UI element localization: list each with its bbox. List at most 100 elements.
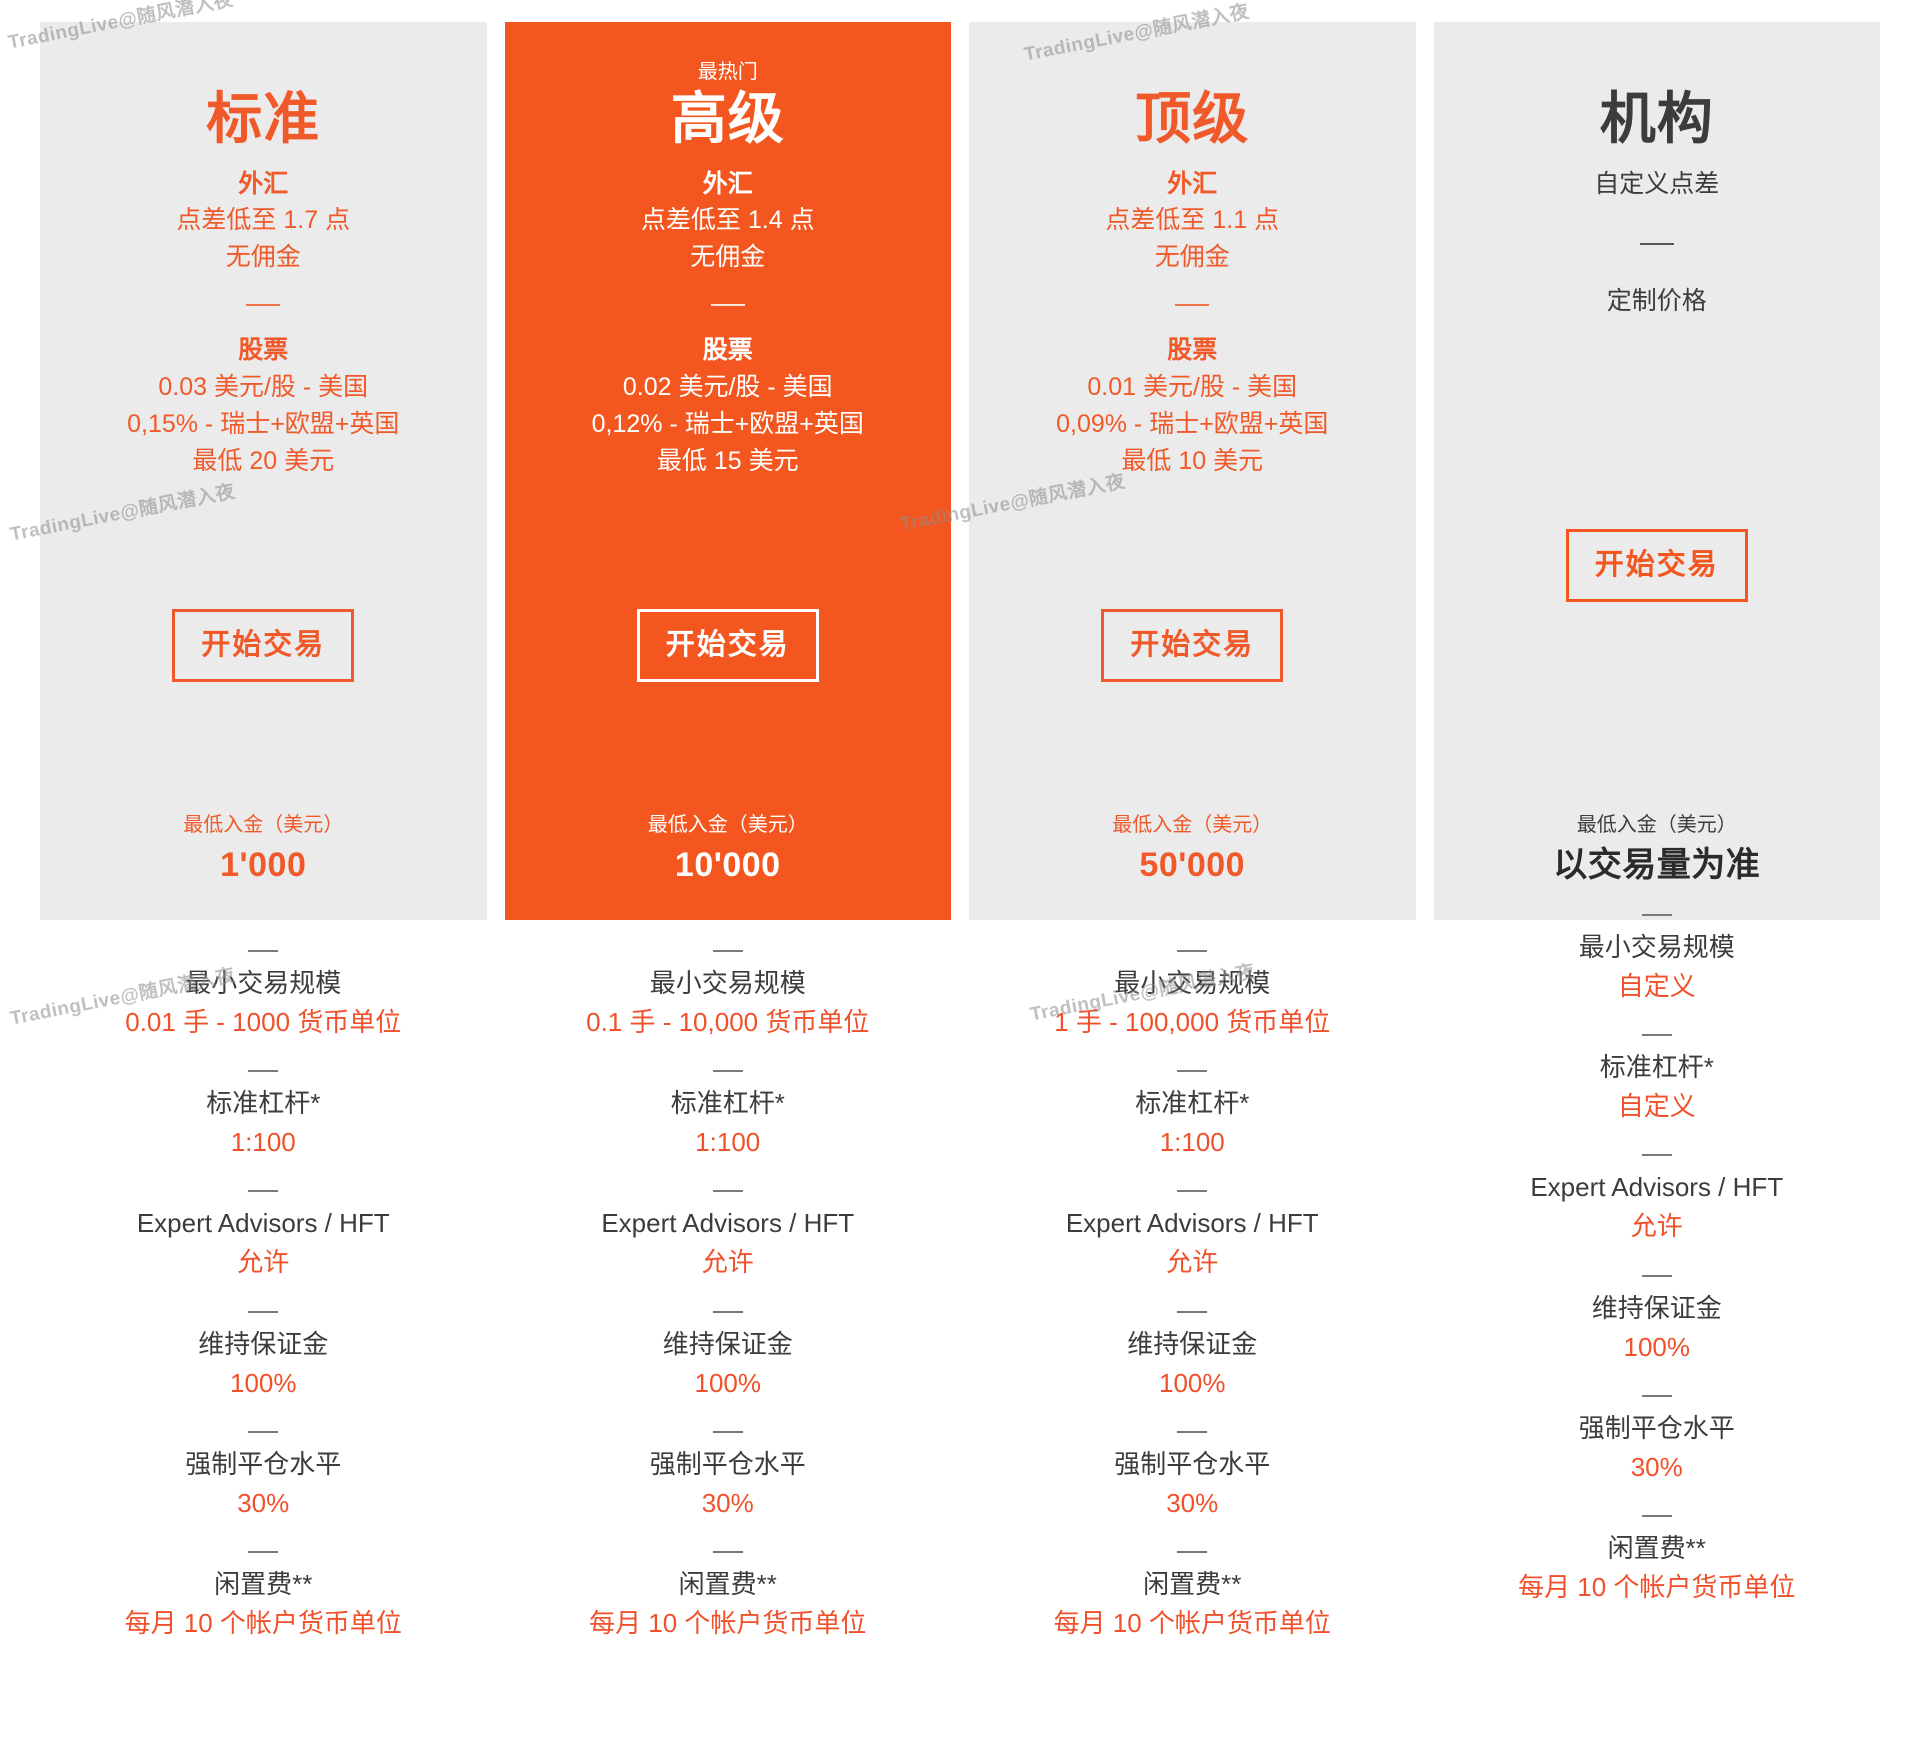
plan-badge-most-popular: 最热门 <box>697 61 758 83</box>
feature-separator <box>712 1190 743 1193</box>
stock-eu-line: 0,15% - 瑞士+欧盟+英国 <box>127 409 400 438</box>
plan-column-institutional: 机构 自定义点差 定制价格 开始交易 最低入金（美元） 以交易量为准 最小交易规… <box>1433 22 1881 1605</box>
feature-label-leverage: 标准杠杆* <box>1599 1052 1714 1083</box>
feature-label-maintenance-margin: 维持保证金 <box>662 1328 793 1359</box>
feature-value-stopout-level: 30% <box>1166 1487 1219 1518</box>
feature-separator <box>712 1310 743 1313</box>
stock-eu-line: 0,09% - 瑞士+欧盟+英国 <box>1056 409 1329 438</box>
start-trading-button[interactable]: 开始交易 <box>1565 529 1748 603</box>
feature-value-ea-hft: 允许 <box>1630 1211 1683 1242</box>
plan-card-premium[interactable]: 最热门 高级 外汇 点差低至 1.4 点 无佣金 股票 0.02 美元/股 - … <box>504 22 951 920</box>
forex-commission-line: 无佣金 <box>690 243 766 272</box>
feature-separator <box>248 1550 279 1553</box>
feature-label-inactivity-fee: 闲置费** <box>678 1568 777 1599</box>
start-trading-button[interactable]: 开始交易 <box>636 608 819 682</box>
feature-label-inactivity-fee: 闲置费** <box>214 1568 313 1599</box>
feature-label-inactivity-fee: 闲置费** <box>1143 1568 1242 1599</box>
feature-label-stopout-level: 强制平仓水平 <box>649 1448 806 1479</box>
forex-section-heading: 外汇 <box>702 170 753 199</box>
feature-value-min-trade-size: 0.1 手 - 10,000 货币单位 <box>586 1007 870 1038</box>
feature-value-min-trade-size: 1 手 - 100,000 货币单位 <box>1054 1007 1331 1038</box>
feature-label-stopout-level: 强制平仓水平 <box>1114 1448 1271 1479</box>
plan-title: 顶级 <box>1135 87 1250 150</box>
feature-separator <box>712 950 743 952</box>
stock-eu-line: 0,12% - 瑞士+欧盟+英国 <box>591 409 864 438</box>
forex-commission-line: 无佣金 <box>225 243 301 272</box>
feature-label-stopout-level: 强制平仓水平 <box>1578 1412 1735 1443</box>
feature-value-maintenance-margin: 100% <box>230 1367 297 1398</box>
min-deposit-value: 10'000 <box>674 846 781 885</box>
plan-title: 高级 <box>670 87 785 150</box>
stock-us-line: 0.01 美元/股 - 美国 <box>1087 372 1298 401</box>
feature-label-leverage: 标准杠杆* <box>206 1088 321 1119</box>
plan-column-elite: 顶级 外汇 点差低至 1.1 点 无佣金 股票 0.01 美元/股 - 美国 0… <box>969 22 1416 1641</box>
feature-separator <box>1177 1550 1208 1553</box>
feature-list-standard: 最小交易规模 0.01 手 - 1000 货币单位 标准杠杆* 1:100 Ex… <box>40 920 487 1641</box>
feature-value-leverage: 1:100 <box>1159 1127 1225 1158</box>
feature-separator <box>1177 1310 1208 1313</box>
forex-section-heading: 外汇 <box>1167 170 1218 199</box>
feature-label-min-trade-size: 最小交易规模 <box>1578 932 1735 962</box>
forex-section-heading: 外汇 <box>238 170 289 199</box>
forex-spread-line: 点差低至 1.7 点 <box>176 206 351 235</box>
stock-section-heading: 股票 <box>702 336 753 365</box>
min-deposit-value: 以交易量为准 <box>1553 846 1761 885</box>
feature-separator <box>248 1070 279 1073</box>
feature-separator <box>1177 1430 1208 1433</box>
min-deposit-value: 50'000 <box>1139 846 1246 885</box>
feature-label-leverage: 标准杠杆* <box>1135 1088 1250 1119</box>
feature-separator <box>712 1070 743 1073</box>
feature-value-maintenance-margin: 100% <box>1159 1367 1226 1398</box>
feature-separator <box>248 950 279 952</box>
feature-value-ea-hft: 允许 <box>1166 1247 1219 1278</box>
feature-label-ea-hft: Expert Advisors / HFT <box>136 1208 390 1239</box>
feature-label-maintenance-margin: 维持保证金 <box>1591 1292 1722 1323</box>
feature-label-min-trade-size: 最小交易规模 <box>649 968 806 998</box>
feature-value-leverage: 自定义 <box>1617 1091 1696 1122</box>
feature-value-stopout-level: 30% <box>237 1487 290 1518</box>
section-divider <box>1175 304 1210 307</box>
feature-value-inactivity-fee: 每月 10 个帐户货币单位 <box>124 1608 402 1639</box>
feature-list-institutional: 最小交易规模 自定义 标准杠杆* 自定义 Expert Advisors / H… <box>1434 884 1881 1605</box>
plan-column-standard: 标准 外汇 点差低至 1.7 点 无佣金 股票 0.03 美元/股 - 美国 0… <box>40 22 487 1641</box>
feature-value-leverage: 1:100 <box>695 1127 761 1158</box>
feature-label-maintenance-margin: 维持保证金 <box>198 1328 329 1359</box>
start-trading-button[interactable]: 开始交易 <box>172 608 355 682</box>
feature-separator <box>1177 950 1208 952</box>
min-deposit-value: 1'000 <box>220 846 307 885</box>
min-deposit-label: 最低入金（美元） <box>647 814 808 837</box>
feature-list-premium: 最小交易规模 0.1 手 - 10,000 货币单位 标准杠杆* 1:100 E… <box>505 920 952 1641</box>
feature-separator <box>248 1190 279 1193</box>
feature-value-inactivity-fee: 每月 10 个帐户货币单位 <box>1518 1572 1796 1603</box>
feature-list-elite: 最小交易规模 1 手 - 100,000 货币单位 标准杠杆* 1:100 Ex… <box>969 920 1416 1641</box>
forex-spread-line: 点差低至 1.1 点 <box>1105 206 1280 235</box>
feature-separator <box>248 1430 279 1433</box>
plan-column-premium: 最热门 高级 外汇 点差低至 1.4 点 无佣金 股票 0.02 美元/股 - … <box>504 22 952 1641</box>
feature-value-leverage: 1:100 <box>230 1127 296 1158</box>
custom-pricing-line: 定制价格 <box>1606 287 1707 316</box>
feature-label-ea-hft: Expert Advisors / HFT <box>1530 1172 1784 1203</box>
stock-section-heading: 股票 <box>1167 336 1218 365</box>
feature-separator <box>1641 914 1672 916</box>
feature-value-min-trade-size: 自定义 <box>1617 971 1696 1002</box>
stock-min-line: 最低 20 美元 <box>192 446 335 475</box>
stock-min-line: 最低 15 美元 <box>656 446 799 475</box>
min-deposit-label: 最低入金（美元） <box>1576 814 1737 837</box>
plan-card-standard[interactable]: 标准 外汇 点差低至 1.7 点 无佣金 股票 0.03 美元/股 - 美国 0… <box>40 22 487 920</box>
feature-value-ea-hft: 允许 <box>701 1247 754 1278</box>
start-trading-button[interactable]: 开始交易 <box>1101 608 1284 682</box>
feature-value-maintenance-margin: 100% <box>1623 1331 1691 1362</box>
stock-min-line: 最低 10 美元 <box>1121 446 1264 475</box>
feature-label-stopout-level: 强制平仓水平 <box>185 1448 342 1479</box>
plan-card-institutional[interactable]: 机构 自定义点差 定制价格 开始交易 最低入金（美元） 以交易量为准 <box>1433 22 1880 920</box>
feature-separator <box>1641 1154 1672 1157</box>
feature-value-stopout-level: 30% <box>701 1487 754 1518</box>
feature-value-min-trade-size: 0.01 手 - 1000 货币单位 <box>125 1007 402 1038</box>
feature-value-inactivity-fee: 每月 10 个帐户货币单位 <box>589 1608 867 1639</box>
stock-us-line: 0.02 美元/股 - 美国 <box>622 372 833 401</box>
feature-separator <box>1641 1394 1672 1397</box>
stock-us-line: 0.03 美元/股 - 美国 <box>158 372 369 401</box>
feature-label-ea-hft: Expert Advisors / HFT <box>601 1208 855 1239</box>
plan-card-elite[interactable]: 顶级 外汇 点差低至 1.1 点 无佣金 股票 0.01 美元/股 - 美国 0… <box>969 22 1416 920</box>
feature-label-maintenance-margin: 维持保证金 <box>1127 1328 1258 1359</box>
